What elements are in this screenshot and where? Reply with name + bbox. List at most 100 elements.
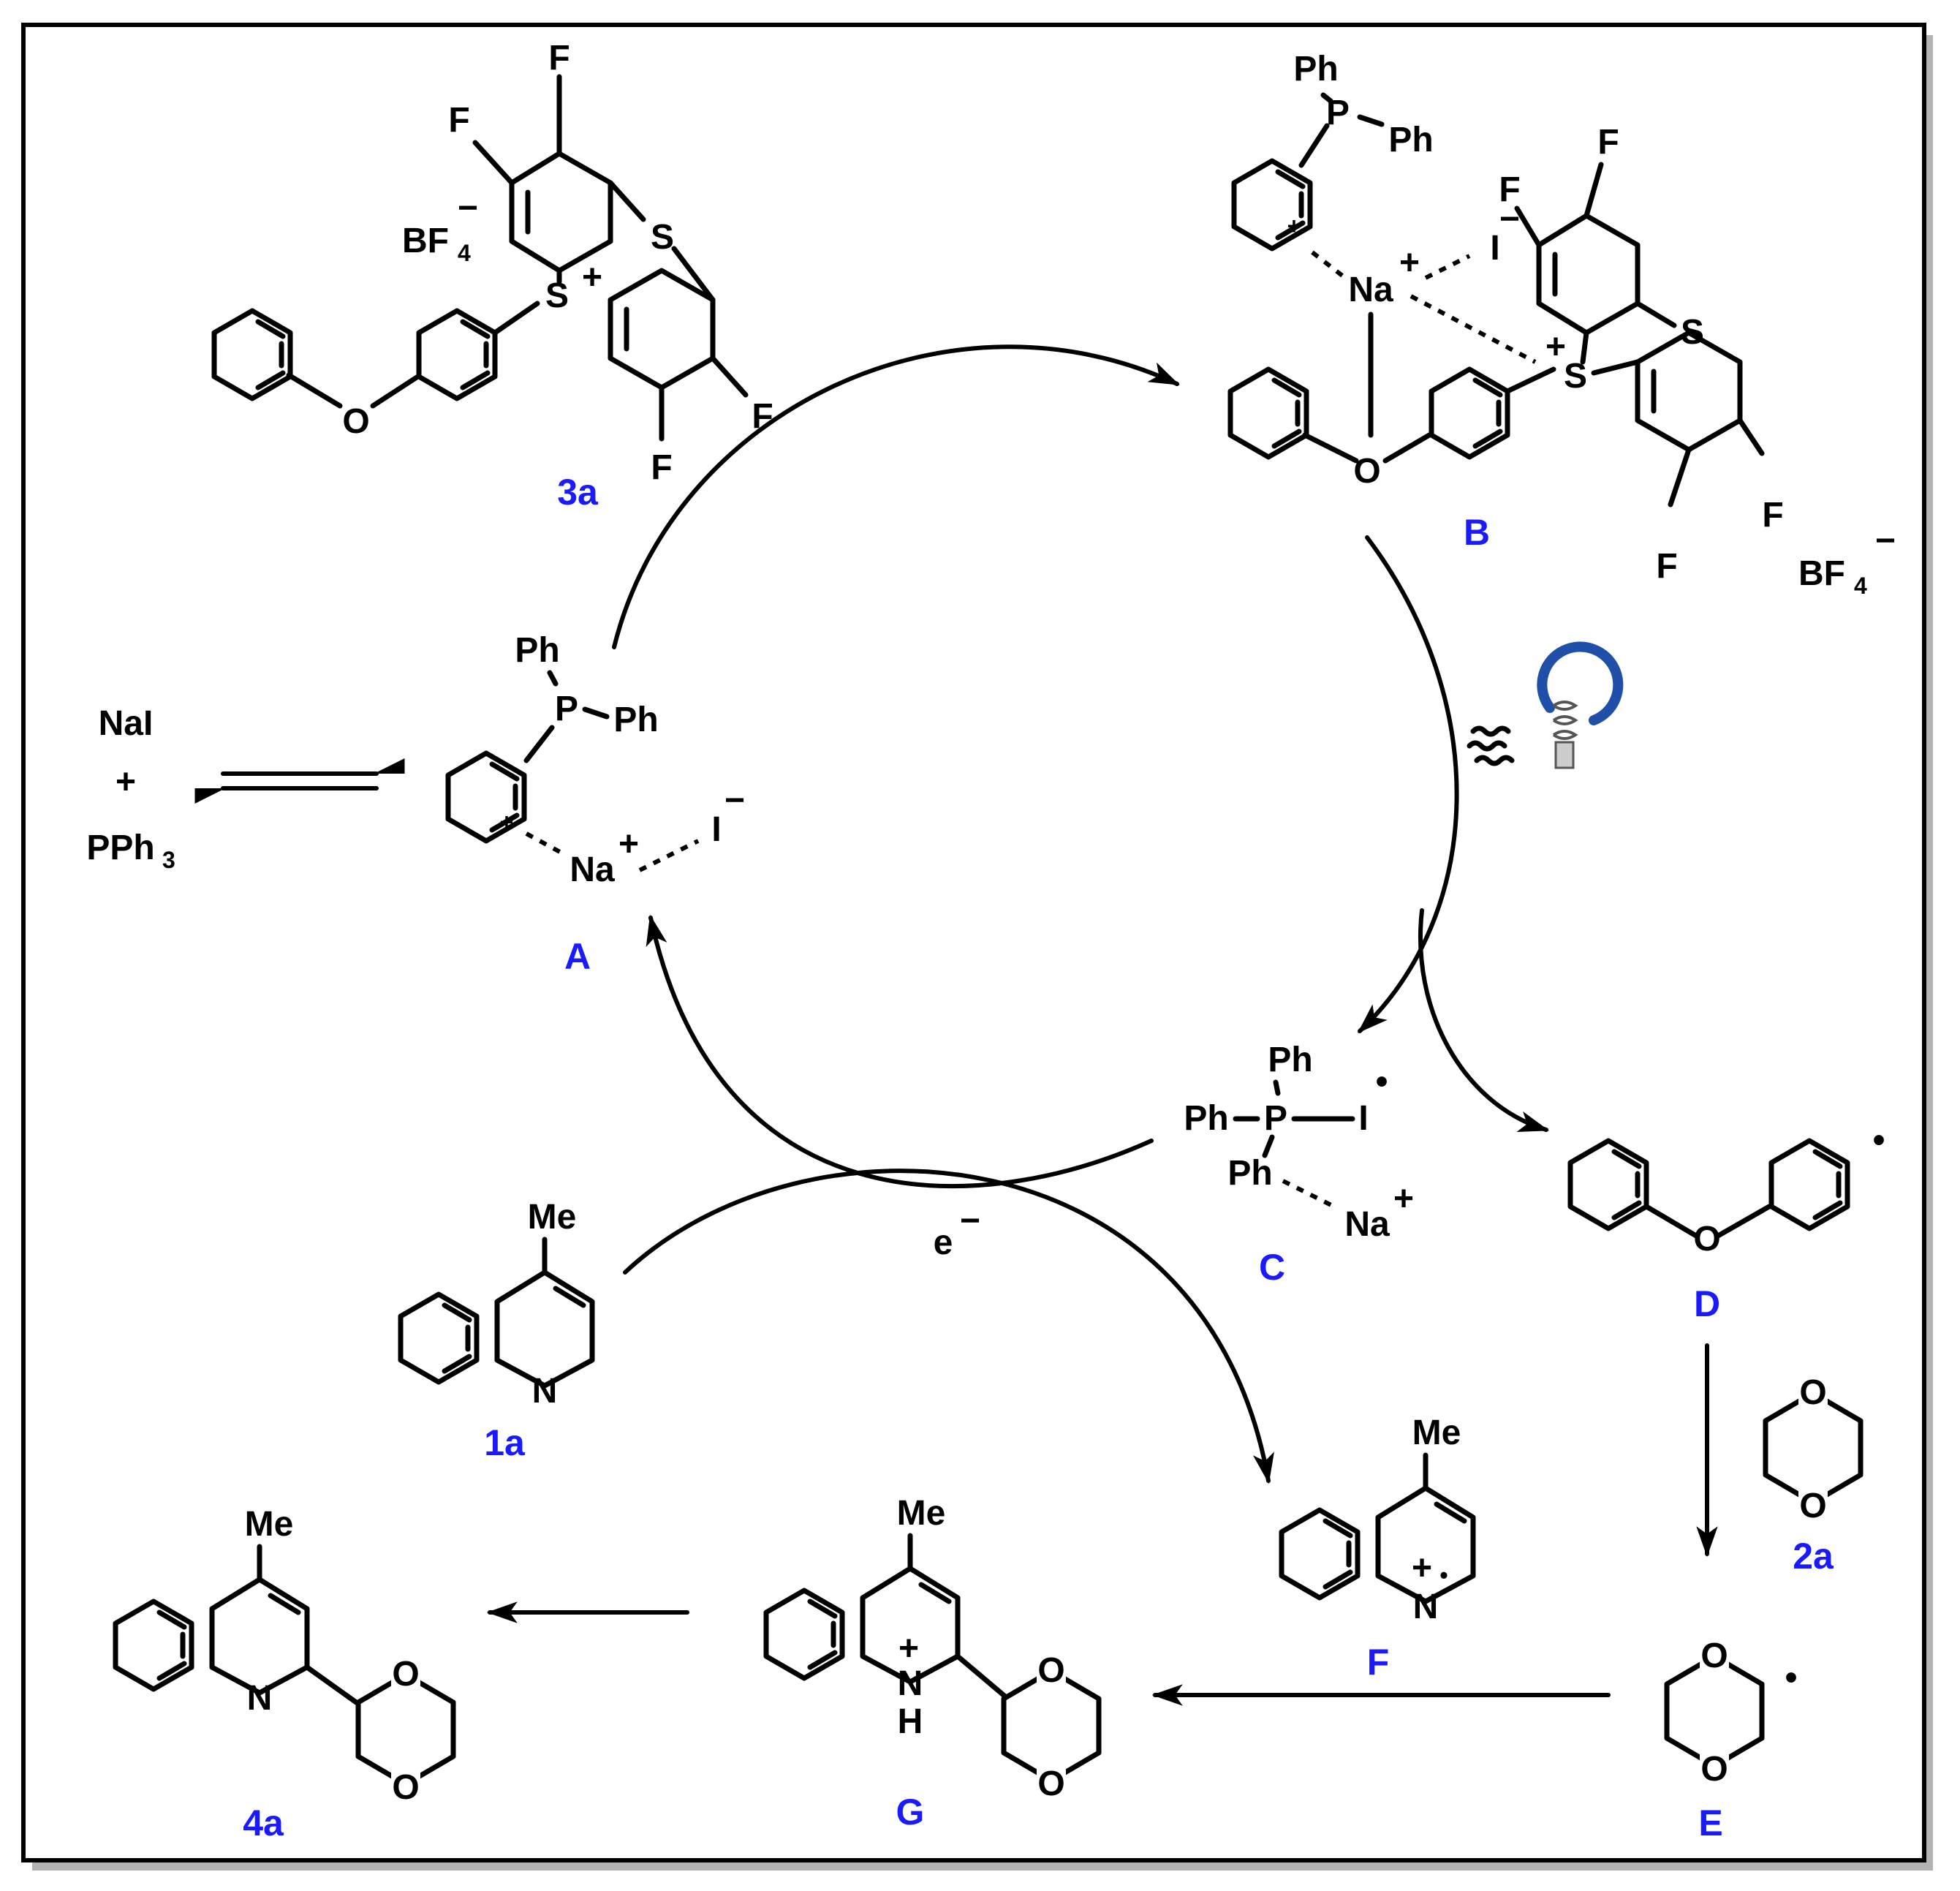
atom-Na: Na bbox=[570, 850, 615, 889]
product-4a: Me N O O bbox=[116, 1505, 453, 1807]
complex-A: Ph P Ph + Na + I − bbox=[448, 631, 745, 889]
intermediate-C: Ph P Ph I • Ph Na + bbox=[1184, 1041, 1414, 1244]
arrow-1a-to-F bbox=[623, 1169, 1274, 1484]
radical-cation-F: Me N + • bbox=[1282, 1413, 1476, 1626]
atom-I: I bbox=[1358, 1099, 1368, 1138]
atom-N: N bbox=[898, 1664, 923, 1703]
atom-S: S bbox=[1681, 313, 1704, 352]
atom-Ph: Ph bbox=[1388, 121, 1433, 159]
equilibrium-arrows bbox=[194, 758, 405, 804]
atom-Me: Me bbox=[897, 1494, 946, 1533]
iodide-charge: − bbox=[724, 781, 745, 820]
atom-O: O bbox=[1700, 1750, 1728, 1789]
atom-I: I bbox=[711, 810, 721, 849]
subscript-4: 4 bbox=[1854, 573, 1867, 599]
atom-F: F bbox=[1656, 547, 1677, 586]
label-F: F bbox=[1367, 1642, 1390, 1683]
cation-charge: + bbox=[1545, 328, 1566, 366]
scheme-frame bbox=[21, 23, 1926, 1862]
atom-Me: Me bbox=[1412, 1413, 1461, 1452]
atom-P: P bbox=[555, 690, 578, 728]
reagent-pph3: PPh bbox=[86, 829, 154, 867]
reagent-plus: + bbox=[116, 763, 136, 801]
reagents-nai-pph3: NaI + PPh 3 bbox=[86, 704, 175, 873]
visible-light-bulb-icon bbox=[1467, 641, 1624, 769]
counterion-BF4: BF bbox=[402, 222, 449, 260]
atom-O: O bbox=[392, 1768, 419, 1807]
atom-P: P bbox=[1264, 1099, 1287, 1138]
label-G: G bbox=[896, 1792, 925, 1833]
atom-N: N bbox=[1413, 1588, 1439, 1626]
atom-Ph: Ph bbox=[1184, 1099, 1228, 1138]
label-3a: 3a bbox=[557, 472, 599, 513]
arrow-B-to-C bbox=[1357, 535, 1459, 1033]
atom-F: F bbox=[651, 448, 672, 487]
atom-Ph: Ph bbox=[1227, 1154, 1272, 1193]
atom-O: O bbox=[1037, 1764, 1064, 1803]
cation-radical-charge: + bbox=[1412, 1549, 1432, 1588]
compound-3a: F F F F S S + O BF 4 − bbox=[214, 39, 773, 487]
atom-Na: Na bbox=[1344, 1205, 1390, 1244]
atom-Ph: Ph bbox=[1268, 1041, 1312, 1079]
atom-I: I bbox=[1490, 229, 1499, 268]
reagent-nai: NaI bbox=[99, 704, 154, 743]
compound-2a-dioxane: O O bbox=[1766, 1373, 1861, 1525]
radical-dot: • bbox=[1873, 1121, 1885, 1160]
atom-Na: Na bbox=[1348, 271, 1393, 309]
atom-O: O bbox=[1693, 1220, 1720, 1258]
anion-charge: − bbox=[1875, 521, 1896, 560]
atom-Me: Me bbox=[245, 1505, 294, 1544]
subscript-3: 3 bbox=[162, 847, 175, 873]
arrow-to-D bbox=[1418, 908, 1550, 1133]
atom-N: N bbox=[247, 1679, 273, 1718]
atom-F: F bbox=[1762, 496, 1783, 535]
atom-Me: Me bbox=[528, 1198, 577, 1237]
intermediate-B: P Ph Ph + Na + I − O S + S F F F bbox=[1230, 50, 1896, 599]
anion-charge: − bbox=[458, 189, 478, 227]
label-1a: 1a bbox=[484, 1422, 526, 1463]
atom-S: S bbox=[651, 218, 674, 257]
electron-charge: − bbox=[960, 1201, 980, 1240]
atom-O: O bbox=[1037, 1651, 1064, 1690]
subscript-4: 4 bbox=[458, 240, 471, 266]
compound-1a: Me N bbox=[401, 1198, 595, 1411]
atom-O: O bbox=[1700, 1637, 1728, 1675]
label-C: C bbox=[1259, 1247, 1285, 1288]
atom-O: O bbox=[342, 402, 369, 441]
cation-charge: + bbox=[582, 258, 602, 297]
atom-O: O bbox=[1799, 1487, 1826, 1525]
label-A: A bbox=[564, 936, 591, 977]
cation-charge: + bbox=[898, 1629, 919, 1668]
atom-Ph: Ph bbox=[515, 631, 559, 670]
atom-F: F bbox=[548, 39, 570, 78]
atom-Ph: Ph bbox=[1293, 50, 1338, 88]
atom-O: O bbox=[392, 1655, 419, 1694]
atom-F: F bbox=[1499, 170, 1520, 209]
na-charge: + bbox=[618, 825, 639, 864]
label-2a: 2a bbox=[1793, 1536, 1834, 1577]
atom-O: O bbox=[1353, 452, 1380, 491]
na-charge: + bbox=[1393, 1179, 1414, 1218]
atom-Ph: Ph bbox=[613, 701, 658, 739]
radical-E: O O • bbox=[1667, 1637, 1797, 1789]
label-4a: 4a bbox=[243, 1803, 284, 1843]
ring-plus: + bbox=[500, 809, 514, 835]
atom-F: F bbox=[1597, 123, 1619, 162]
arrow-A-to-B bbox=[612, 344, 1180, 649]
atom-O: O bbox=[1799, 1373, 1826, 1412]
label-E: E bbox=[1698, 1803, 1722, 1843]
atom-S-cation: S bbox=[545, 276, 569, 315]
atom-N: N bbox=[532, 1372, 558, 1411]
radical-dot: • bbox=[1785, 1658, 1798, 1697]
radical-D: O • bbox=[1570, 1121, 1885, 1258]
label-B: B bbox=[1464, 512, 1490, 553]
radical-dot: • bbox=[1376, 1062, 1388, 1101]
atom-F: F bbox=[448, 101, 469, 140]
na-charge: + bbox=[1399, 244, 1420, 282]
electron: e bbox=[934, 1223, 953, 1262]
label-D: D bbox=[1694, 1283, 1720, 1324]
radical-dot: • bbox=[1439, 1562, 1448, 1588]
counterion-BF4: BF bbox=[1798, 554, 1845, 593]
atom-H: H bbox=[898, 1702, 923, 1741]
